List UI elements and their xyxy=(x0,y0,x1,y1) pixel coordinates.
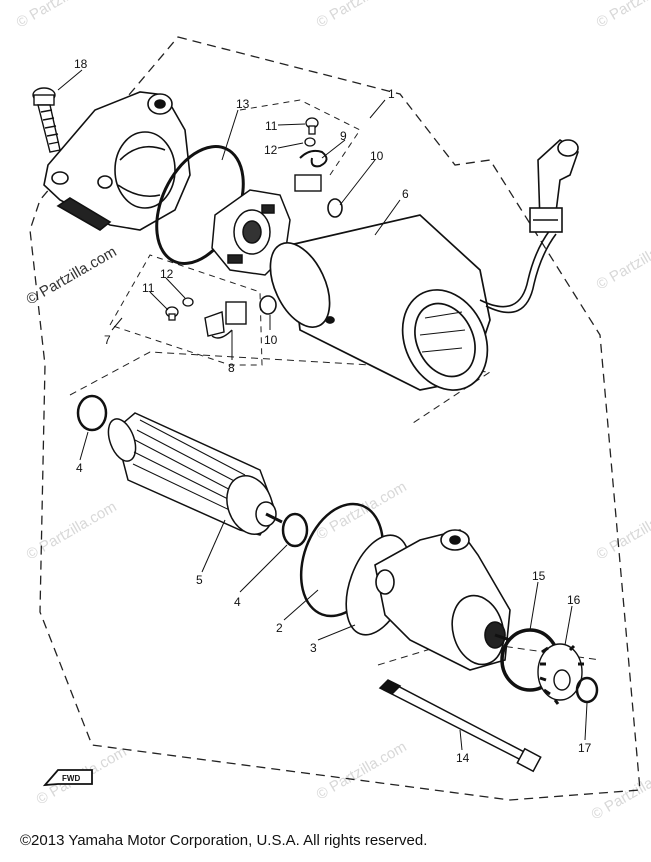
watermark: © Partzilla.com xyxy=(314,478,410,543)
callout-10-upper: 10 xyxy=(370,149,384,163)
callout-17: 17 xyxy=(578,741,592,755)
watermark: © Partzilla.com xyxy=(594,498,651,563)
callout-4-left: 4 xyxy=(76,461,83,475)
callout-13: 13 xyxy=(236,97,250,111)
insulator-10-upper xyxy=(327,198,343,218)
insulator-10-lower xyxy=(259,295,277,315)
callout-11-upper: 11 xyxy=(265,119,278,133)
brush-upper xyxy=(294,174,322,192)
watermark: © Partzilla.com xyxy=(314,738,410,803)
leader-lines xyxy=(57,69,588,751)
callout-4-right: 4 xyxy=(234,595,241,609)
forward-arrow-icon: FWD xyxy=(42,769,93,787)
watermark: © Partzilla.com xyxy=(589,758,651,823)
terminal-boot xyxy=(529,138,579,233)
washer-4-right xyxy=(281,512,309,548)
copyright-notice: ©2013 Yamaha Motor Corporation, U.S.A. A… xyxy=(20,832,428,849)
armature-5 xyxy=(107,412,283,536)
callout-12-lower: 12 xyxy=(160,267,174,281)
brush-set-8 xyxy=(204,301,247,339)
screw-11-lower xyxy=(165,306,179,321)
watermark: © Partzilla.com xyxy=(14,0,110,31)
washer-12-lower xyxy=(182,297,194,307)
callout-15: 15 xyxy=(532,569,546,583)
brush-holder-boundary-upper xyxy=(239,99,361,176)
callout-7: 7 xyxy=(104,333,111,347)
washer-4-left xyxy=(76,394,108,432)
callout-14: 14 xyxy=(456,751,470,765)
callout-10-lower: 10 xyxy=(264,333,278,347)
callout-6: 6 xyxy=(402,187,409,201)
callout-18: 18 xyxy=(74,57,88,71)
washer-12-upper xyxy=(304,137,316,147)
callout-8: 8 xyxy=(228,361,235,375)
forward-label: FWD xyxy=(62,774,80,783)
watermark: © Partzilla.com xyxy=(24,498,120,563)
watermark: © Partzilla.com xyxy=(314,0,410,31)
watermark: © Partzilla.com xyxy=(594,228,651,293)
yoke-6 xyxy=(269,214,491,391)
callout-5: 5 xyxy=(196,573,203,587)
brush-plate xyxy=(211,189,291,276)
callout-12-upper: 12 xyxy=(264,143,278,157)
brush-holder-boundary xyxy=(109,254,263,366)
through-bolt-14 xyxy=(378,679,542,773)
screw-11-upper xyxy=(305,117,319,135)
assembly-boundary xyxy=(29,36,641,801)
bolt-18 xyxy=(32,87,61,153)
brush-spring-9 xyxy=(299,149,328,168)
lead-wire xyxy=(479,229,557,314)
callout-2: 2 xyxy=(276,621,283,635)
callout-16: 16 xyxy=(567,593,581,607)
rear-end-cover xyxy=(43,91,191,231)
callout-labels: 18 13 1 11 12 9 10 6 12 11 7 8 10 4 5 4 … xyxy=(74,57,592,765)
callout-9: 9 xyxy=(340,129,347,143)
front-cover xyxy=(374,529,511,671)
callout-11-lower: 11 xyxy=(142,281,155,295)
callout-1: 1 xyxy=(388,87,395,101)
callout-3: 3 xyxy=(310,641,317,655)
pinion-gear-16 xyxy=(537,643,584,705)
watermark: © Partzilla.com xyxy=(594,0,651,31)
washer-17 xyxy=(575,676,599,704)
